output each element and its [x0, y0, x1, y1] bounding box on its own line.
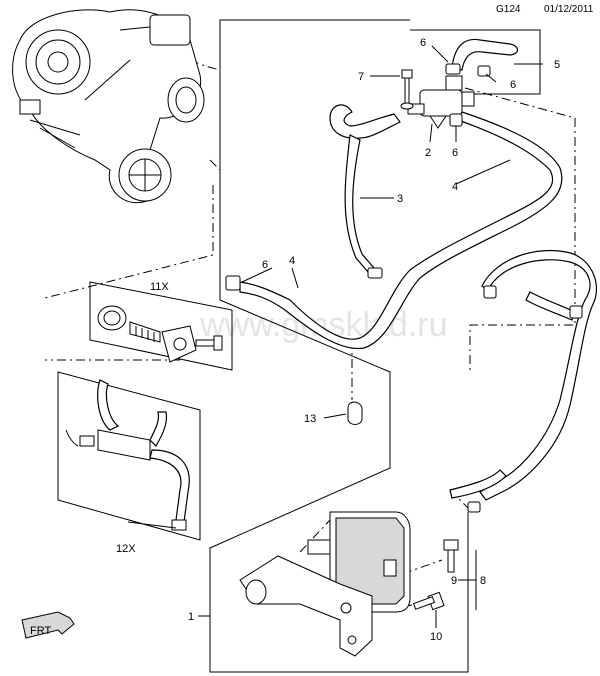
- callout-8: 8: [480, 575, 486, 587]
- callout-4-left: 4: [289, 255, 295, 267]
- callout-6-left: 6: [262, 259, 268, 271]
- front-label: FRT: [30, 625, 51, 637]
- bolt: [400, 69, 414, 110]
- callout-6-top: 6: [420, 37, 426, 49]
- main-frame: [209, 19, 469, 673]
- long-vacuum-hose: [225, 111, 563, 350]
- watermark: www.gmsklad.ru: [199, 306, 448, 344]
- diagram-date: 01/12/2011: [544, 4, 594, 15]
- front-indicator: FRT: [21, 611, 75, 639]
- mounting-bolt-10: [412, 591, 445, 611]
- reservoir-bracket: [239, 555, 373, 657]
- vacuum-hose: [329, 104, 401, 279]
- sensor-group: [57, 371, 201, 541]
- callout-12x: 12X: [116, 543, 136, 555]
- mounting-bolt-9: [443, 539, 459, 573]
- callout-6-right: 6: [510, 79, 516, 91]
- callout-3: 3: [397, 193, 403, 205]
- callout-11x: 11X: [150, 281, 169, 293]
- callout-leaders: [127, 45, 543, 628]
- callout-labels: 5 6 6 7 2 6 3 4 4 6 11X 13 12X 1 9 8 10: [116, 37, 560, 643]
- callout-6-valve: 6: [452, 147, 458, 159]
- callout-2: 2: [425, 147, 431, 159]
- diagram-code: G124: [496, 4, 521, 15]
- callout-10: 10: [430, 631, 442, 643]
- callout-7: 7: [358, 71, 364, 83]
- callout-1: 1: [188, 611, 194, 623]
- valve-group: [89, 281, 233, 371]
- callout-4-top: 4: [452, 181, 458, 193]
- callout-5: 5: [554, 59, 560, 71]
- branched-hose: [449, 249, 598, 513]
- hose-clip: [347, 401, 363, 425]
- callout-13: 13: [304, 413, 316, 425]
- hose-clamp-group: [410, 29, 541, 95]
- front-arrow-icon: [21, 611, 75, 639]
- turbocharger-assembly: [12, 9, 205, 204]
- vacuum-reservoir: [307, 511, 411, 613]
- callout-9: 9: [451, 575, 457, 587]
- solenoid-valve: [407, 75, 475, 129]
